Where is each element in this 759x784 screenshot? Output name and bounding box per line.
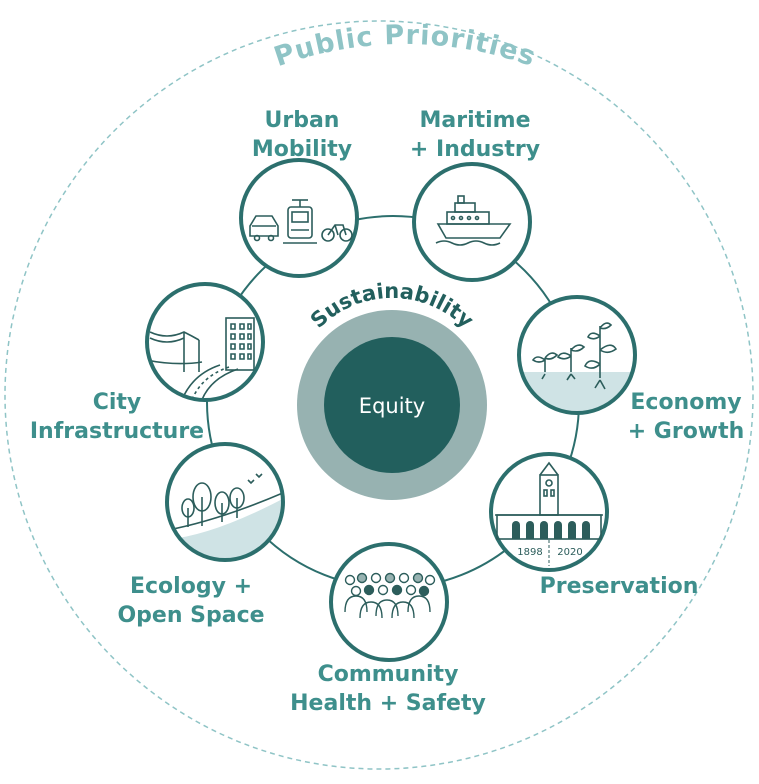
arch-windows (512, 521, 590, 539)
year-label: 2020 (557, 547, 582, 558)
label-community-health-safety: Community Health + Safety (282, 660, 494, 718)
urban-mobility-icon (249, 199, 353, 244)
maritime-industry-node (412, 162, 532, 282)
label-economy-growth: Economy + Growth (618, 388, 754, 446)
urban-mobility-node (239, 158, 359, 278)
preservation-node: 1898 2020 (489, 452, 609, 572)
equity-core (324, 337, 460, 473)
label-line: + Industry (409, 137, 541, 162)
label-line: Maritime (419, 108, 531, 133)
community-health-safety-node (329, 542, 449, 662)
label-line: Mobility (251, 137, 353, 162)
label-line: Community (317, 662, 459, 687)
label-line: + Growth (627, 419, 745, 444)
label-preservation: Preservation (532, 572, 706, 601)
label-line: Economy (630, 390, 742, 415)
ferry-building-icon (495, 461, 603, 540)
label-line: Ecology + (129, 574, 253, 599)
label-ecology-open-space: Ecology + Open Space (108, 572, 274, 630)
year-label: 1898 (517, 547, 542, 558)
label-city-infrastructure: City Infrastructure (22, 388, 212, 446)
outer-dashed-circle (4, 20, 754, 770)
sprouts-icon (531, 322, 618, 390)
ecology-open-space-node (165, 442, 285, 562)
label-maritime-industry: Maritime + Industry (400, 106, 550, 164)
label-line: Urban (264, 108, 340, 133)
equity-label: Equity (359, 394, 425, 418)
label-line: Preservation (539, 574, 699, 599)
label-line: City (92, 390, 142, 415)
crowd-icon (344, 572, 436, 619)
label-line: Open Space (117, 603, 265, 628)
label-line: Health + Safety (290, 691, 486, 716)
city-infrastructure-node (145, 282, 265, 402)
ship-icon (435, 195, 512, 246)
label-urban-mobility: Urban Mobility (232, 106, 372, 164)
trees-icon (181, 473, 263, 527)
label-line: Infrastructure (29, 419, 205, 444)
